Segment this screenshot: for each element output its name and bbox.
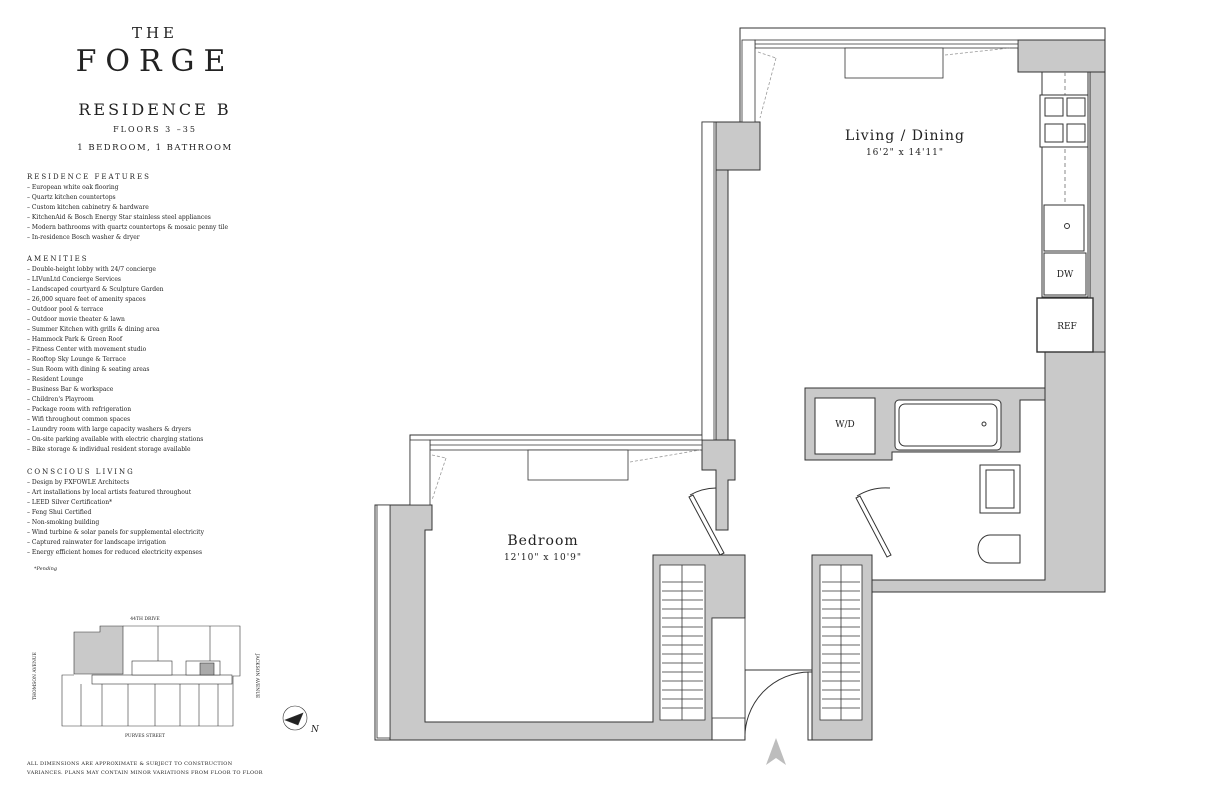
features-section: RESIDENCE FEATURES European white oak fl… [27, 172, 267, 243]
list-item: Laundry room with large capacity washers… [27, 425, 267, 435]
room-living-dims: 16'2" x 14'11" [866, 148, 944, 158]
list-item: Outdoor movie theater & lawn [27, 315, 267, 325]
list-item: Fitness Center with movement studio [27, 345, 267, 355]
list-item: Outdoor pool & terrace [27, 305, 267, 315]
disclaimer-line: ALL DIMENSIONS ARE APPROXIMATE & SUBJECT… [27, 761, 233, 767]
dishwasher [1043, 252, 1087, 296]
amenities-section: AMENITIES Double-height lobby with 24/7 … [27, 254, 267, 455]
entry-arrow-icon [766, 738, 786, 765]
disclaimer: ALL DIMENSIONS ARE APPROXIMATE & SUBJECT… [27, 760, 263, 778]
list-item: Art installations by local artists featu… [27, 488, 267, 498]
list-item: LEED Silver Certification* [27, 498, 267, 508]
list-item: Landscaped courtyard & Sculpture Garden [27, 285, 267, 295]
list-item: LIVunLtd Concierge Services [27, 275, 267, 285]
list-item: Modern bathrooms with quartz countertops… [27, 223, 267, 233]
doors [688, 487, 892, 741]
list-item: Summer Kitchen with grills & dining area [27, 325, 267, 335]
north-label: N [310, 725, 320, 735]
washer-dryer [814, 397, 876, 455]
brand-name: FORGE [75, 44, 235, 79]
list-item: Rooftop Sky Lounge & Terrace [27, 355, 267, 365]
list-item: Wind turbine & solar panels for suppleme… [27, 528, 267, 538]
room-living-name: Living / Dining [845, 128, 965, 144]
conscious-title: CONSCIOUS LIVING [27, 468, 135, 476]
list-item: Package room with refrigeration [27, 405, 267, 415]
list-item: Energy efficient homes for reduced elect… [27, 548, 267, 558]
list-item: Non-smoking building [27, 518, 267, 528]
features-title: RESIDENCE FEATURES [27, 173, 151, 181]
list-item: Hammock Park & Green Roof [27, 335, 267, 345]
rooms-label: 1 BEDROOM, 1 BATHROOM [77, 143, 233, 153]
features-list: European white oak flooringQuartz kitche… [27, 183, 267, 243]
wd-label: W/D [835, 420, 855, 430]
key-plan [61, 625, 308, 731]
disclaimer-line: VARIANCES. PLANS MAY CONTAIN MINOR VARIA… [27, 770, 263, 776]
amenities-title: AMENITIES [27, 255, 89, 263]
street-north: 44TH DRIVE [130, 616, 159, 622]
floors-label: FLOORS 3 –35 [113, 125, 197, 134]
list-item: Bike storage & individual resident stora… [27, 445, 267, 455]
refrigerator [1036, 297, 1094, 353]
list-item: Feng Shui Certified [27, 508, 267, 518]
list-item: In-residence Bosch washer & dryer [27, 233, 267, 243]
list-item: Captured rainwater for landscape irrigat… [27, 538, 267, 548]
brand-the: THE [131, 24, 179, 42]
list-item: Business Bar & workspace [27, 385, 267, 395]
list-item: Resident Lounge [27, 375, 267, 385]
list-item: European white oak flooring [27, 183, 267, 193]
list-item: Design by FXFOWLE Architects [27, 478, 267, 488]
kitchen-sink [1043, 204, 1085, 252]
room-bedroom-name: Bedroom [507, 533, 578, 549]
room-bedroom-dims: 12'10" x 10'9" [504, 553, 582, 563]
list-item: 26,000 square feet of amenity spaces [27, 295, 267, 305]
list-item: Sun Room with dining & seating areas [27, 365, 267, 375]
conscious-section: CONSCIOUS LIVING Design by FXFOWLE Archi… [27, 467, 267, 558]
street-west: THOMSON AVENUE [32, 652, 38, 700]
toilet [977, 534, 1021, 564]
dw-label: DW [1057, 270, 1074, 280]
street-south: PURVES STREET [125, 733, 165, 739]
list-item: Custom kitchen cabinetry & hardware [27, 203, 267, 213]
footnote: *Pending [34, 566, 58, 572]
street-east: JACKSON AVENUE [254, 653, 260, 699]
list-item: KitchenAid & Bosch Energy Star stainless… [27, 213, 267, 223]
ref-label: REF [1057, 322, 1077, 332]
residence-title: RESIDENCE B [78, 100, 232, 119]
bathroom [814, 397, 1021, 564]
list-item: Double-height lobby with 24/7 concierge [27, 265, 267, 275]
kitchen [1036, 71, 1094, 353]
list-item: Children's Playroom [27, 395, 267, 405]
list-item: On-site parking available with electric … [27, 435, 267, 445]
list-item: Quartz kitchen countertops [27, 193, 267, 203]
amenities-list: Double-height lobby with 24/7 conciergeL… [27, 265, 267, 455]
list-item: Wifi throughout common spaces [27, 415, 267, 425]
conscious-list: Design by FXFOWLE ArchitectsArt installa… [27, 478, 267, 558]
windows [376, 39, 1019, 739]
